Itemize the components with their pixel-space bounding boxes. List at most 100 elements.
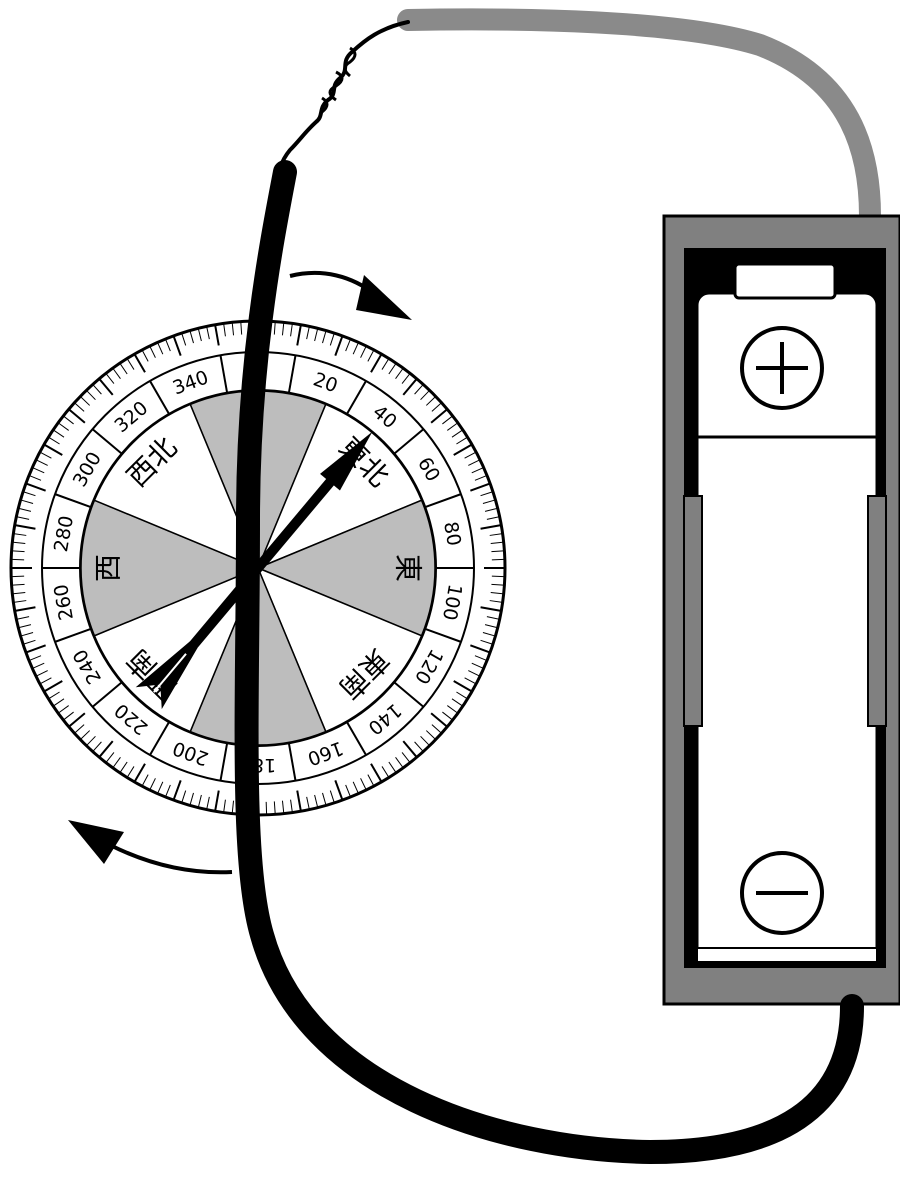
tick-mark: [490, 591, 503, 595]
tick-mark: [464, 452, 476, 459]
tick-mark: [93, 741, 102, 752]
tick-mark: [420, 735, 430, 746]
tick-mark: [149, 346, 156, 358]
tick-mark: [53, 430, 65, 438]
tick-mark: [40, 452, 52, 459]
tick-mark: [489, 600, 502, 603]
tick-mark: [12, 583, 25, 586]
tick-mark: [157, 343, 164, 355]
battery-terminal-cap: [733, 262, 837, 300]
tick-mark: [206, 796, 210, 809]
degree-divider: [149, 380, 170, 415]
tick-mark: [17, 516, 30, 520]
tick-mark: [442, 416, 453, 425]
degree-divider: [393, 428, 425, 455]
tick-mark: [314, 329, 318, 342]
rotation-arrow-clockwise: [289, 270, 412, 320]
tick-mark: [86, 390, 96, 401]
tick-mark: [21, 499, 34, 504]
bare-wire-loops: [321, 46, 357, 114]
needle-north-tip: [320, 431, 373, 491]
tick-mark: [491, 583, 504, 586]
tick-mark: [29, 475, 42, 481]
tick-mark: [345, 339, 351, 352]
tick-mark: [470, 482, 490, 492]
tick-mark: [420, 390, 430, 401]
tick-mark: [480, 524, 501, 530]
tick-mark: [430, 712, 448, 727]
tick-mark: [484, 508, 497, 512]
tick-mark: [19, 624, 32, 628]
tick-mark: [17, 616, 30, 620]
tick-mark: [367, 350, 374, 362]
tick-mark: [425, 396, 436, 406]
tick-mark: [120, 363, 128, 375]
tick-mark: [388, 363, 396, 375]
compass-sector: [256, 499, 436, 637]
tick-mark: [189, 792, 194, 805]
tick-mark: [414, 384, 423, 395]
tick-mark: [414, 741, 423, 752]
tick-mark: [352, 343, 359, 355]
tick-mark: [296, 790, 302, 811]
tick-mark: [240, 322, 243, 335]
tick-mark: [482, 632, 495, 637]
tick-mark: [334, 336, 344, 356]
tick-mark: [273, 322, 276, 335]
tick-mark: [214, 325, 220, 346]
tick-mark: [14, 533, 27, 536]
tick-mark: [381, 359, 389, 370]
tick-mark: [26, 644, 46, 654]
tick-mark: [489, 533, 502, 536]
tick-mark: [21, 632, 34, 637]
tick-mark: [290, 799, 293, 812]
tick-mark: [165, 784, 171, 797]
tick-mark: [329, 790, 335, 803]
tick-mark: [471, 662, 483, 669]
tick-mark: [157, 781, 164, 793]
degree-divider: [287, 743, 297, 781]
tick-mark: [430, 409, 448, 424]
tick-mark: [329, 333, 335, 346]
tick-mark: [33, 662, 45, 669]
tick-mark: [451, 430, 463, 438]
tick-mark: [352, 781, 359, 793]
compass-sector: [256, 566, 423, 733]
degree-divider: [346, 721, 367, 756]
tick-mark: [231, 800, 235, 813]
tick-mark: [491, 550, 504, 553]
tick-mark: [142, 774, 149, 786]
tick-mark: [113, 757, 121, 768]
tick-mark: [447, 705, 458, 713]
tick-mark: [486, 616, 499, 620]
direction-label-west: 西: [92, 554, 125, 582]
tick-mark: [314, 794, 318, 807]
tick-mark: [149, 778, 156, 790]
tick-mark: [281, 800, 285, 813]
tick-mark: [214, 790, 220, 811]
tick-mark: [470, 644, 490, 654]
tick-mark: [281, 323, 285, 336]
tick-mark: [402, 740, 417, 758]
tick-mark: [189, 331, 194, 344]
tick-mark: [223, 799, 226, 812]
degree-divider: [54, 627, 92, 643]
tick-mark: [367, 774, 374, 786]
tick-mark: [474, 655, 487, 661]
tick-mark: [401, 752, 410, 763]
degree-divider: [393, 681, 425, 708]
tick-mark: [395, 757, 403, 768]
tick-mark: [468, 670, 480, 677]
bare-wire-twist: [278, 20, 410, 170]
tick-mark: [370, 354, 382, 373]
compass-sector: [93, 566, 260, 733]
tick-mark: [80, 730, 91, 740]
tick-mark: [80, 396, 91, 406]
tick-mark: [58, 423, 69, 431]
black-wire: [234, 160, 864, 1165]
degree-divider: [91, 681, 123, 708]
tick-mark: [68, 712, 86, 727]
tick-mark: [68, 409, 86, 424]
compass-sector: [93, 403, 260, 570]
tick-mark: [198, 329, 202, 342]
